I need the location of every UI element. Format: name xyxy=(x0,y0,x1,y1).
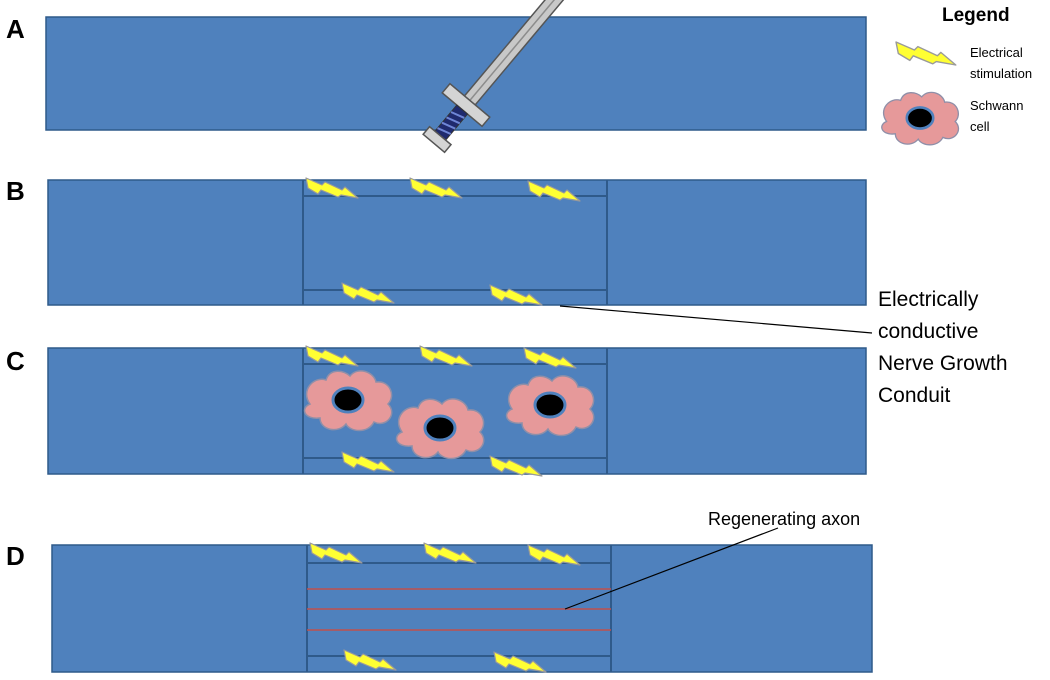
legend-stimulation-line2: stimulation xyxy=(970,66,1032,81)
conduit-callout-line2: conductive xyxy=(878,320,978,343)
conduit-callout-line1: Electrically xyxy=(878,288,979,311)
legend-schwann-line2: cell xyxy=(970,119,990,134)
panel-label-a: A xyxy=(6,14,25,44)
legend-title: Legend xyxy=(942,5,1010,26)
panel-label-c: C xyxy=(6,346,25,376)
conduit-callout-line xyxy=(559,305,873,334)
nerve-b xyxy=(47,179,867,306)
legend-schwann-line1: Schwann xyxy=(970,98,1023,113)
legend-stimulation-line1: Electrical xyxy=(970,45,1023,60)
axon-callout-label: Regenerating axon xyxy=(708,509,860,529)
conduit-callout-line3: Nerve Growth xyxy=(878,352,1008,375)
conduit-callout-line4: Conduit xyxy=(878,384,951,407)
sword-icon xyxy=(422,0,585,154)
panel-label-d: D xyxy=(6,541,25,571)
axon-callout-line xyxy=(564,527,779,610)
regenerating-axons xyxy=(307,588,611,631)
legend-lightning-bolt-icon xyxy=(895,41,957,66)
panel-label-b: B xyxy=(6,176,25,206)
legend-schwann-cell-icon xyxy=(880,91,960,147)
